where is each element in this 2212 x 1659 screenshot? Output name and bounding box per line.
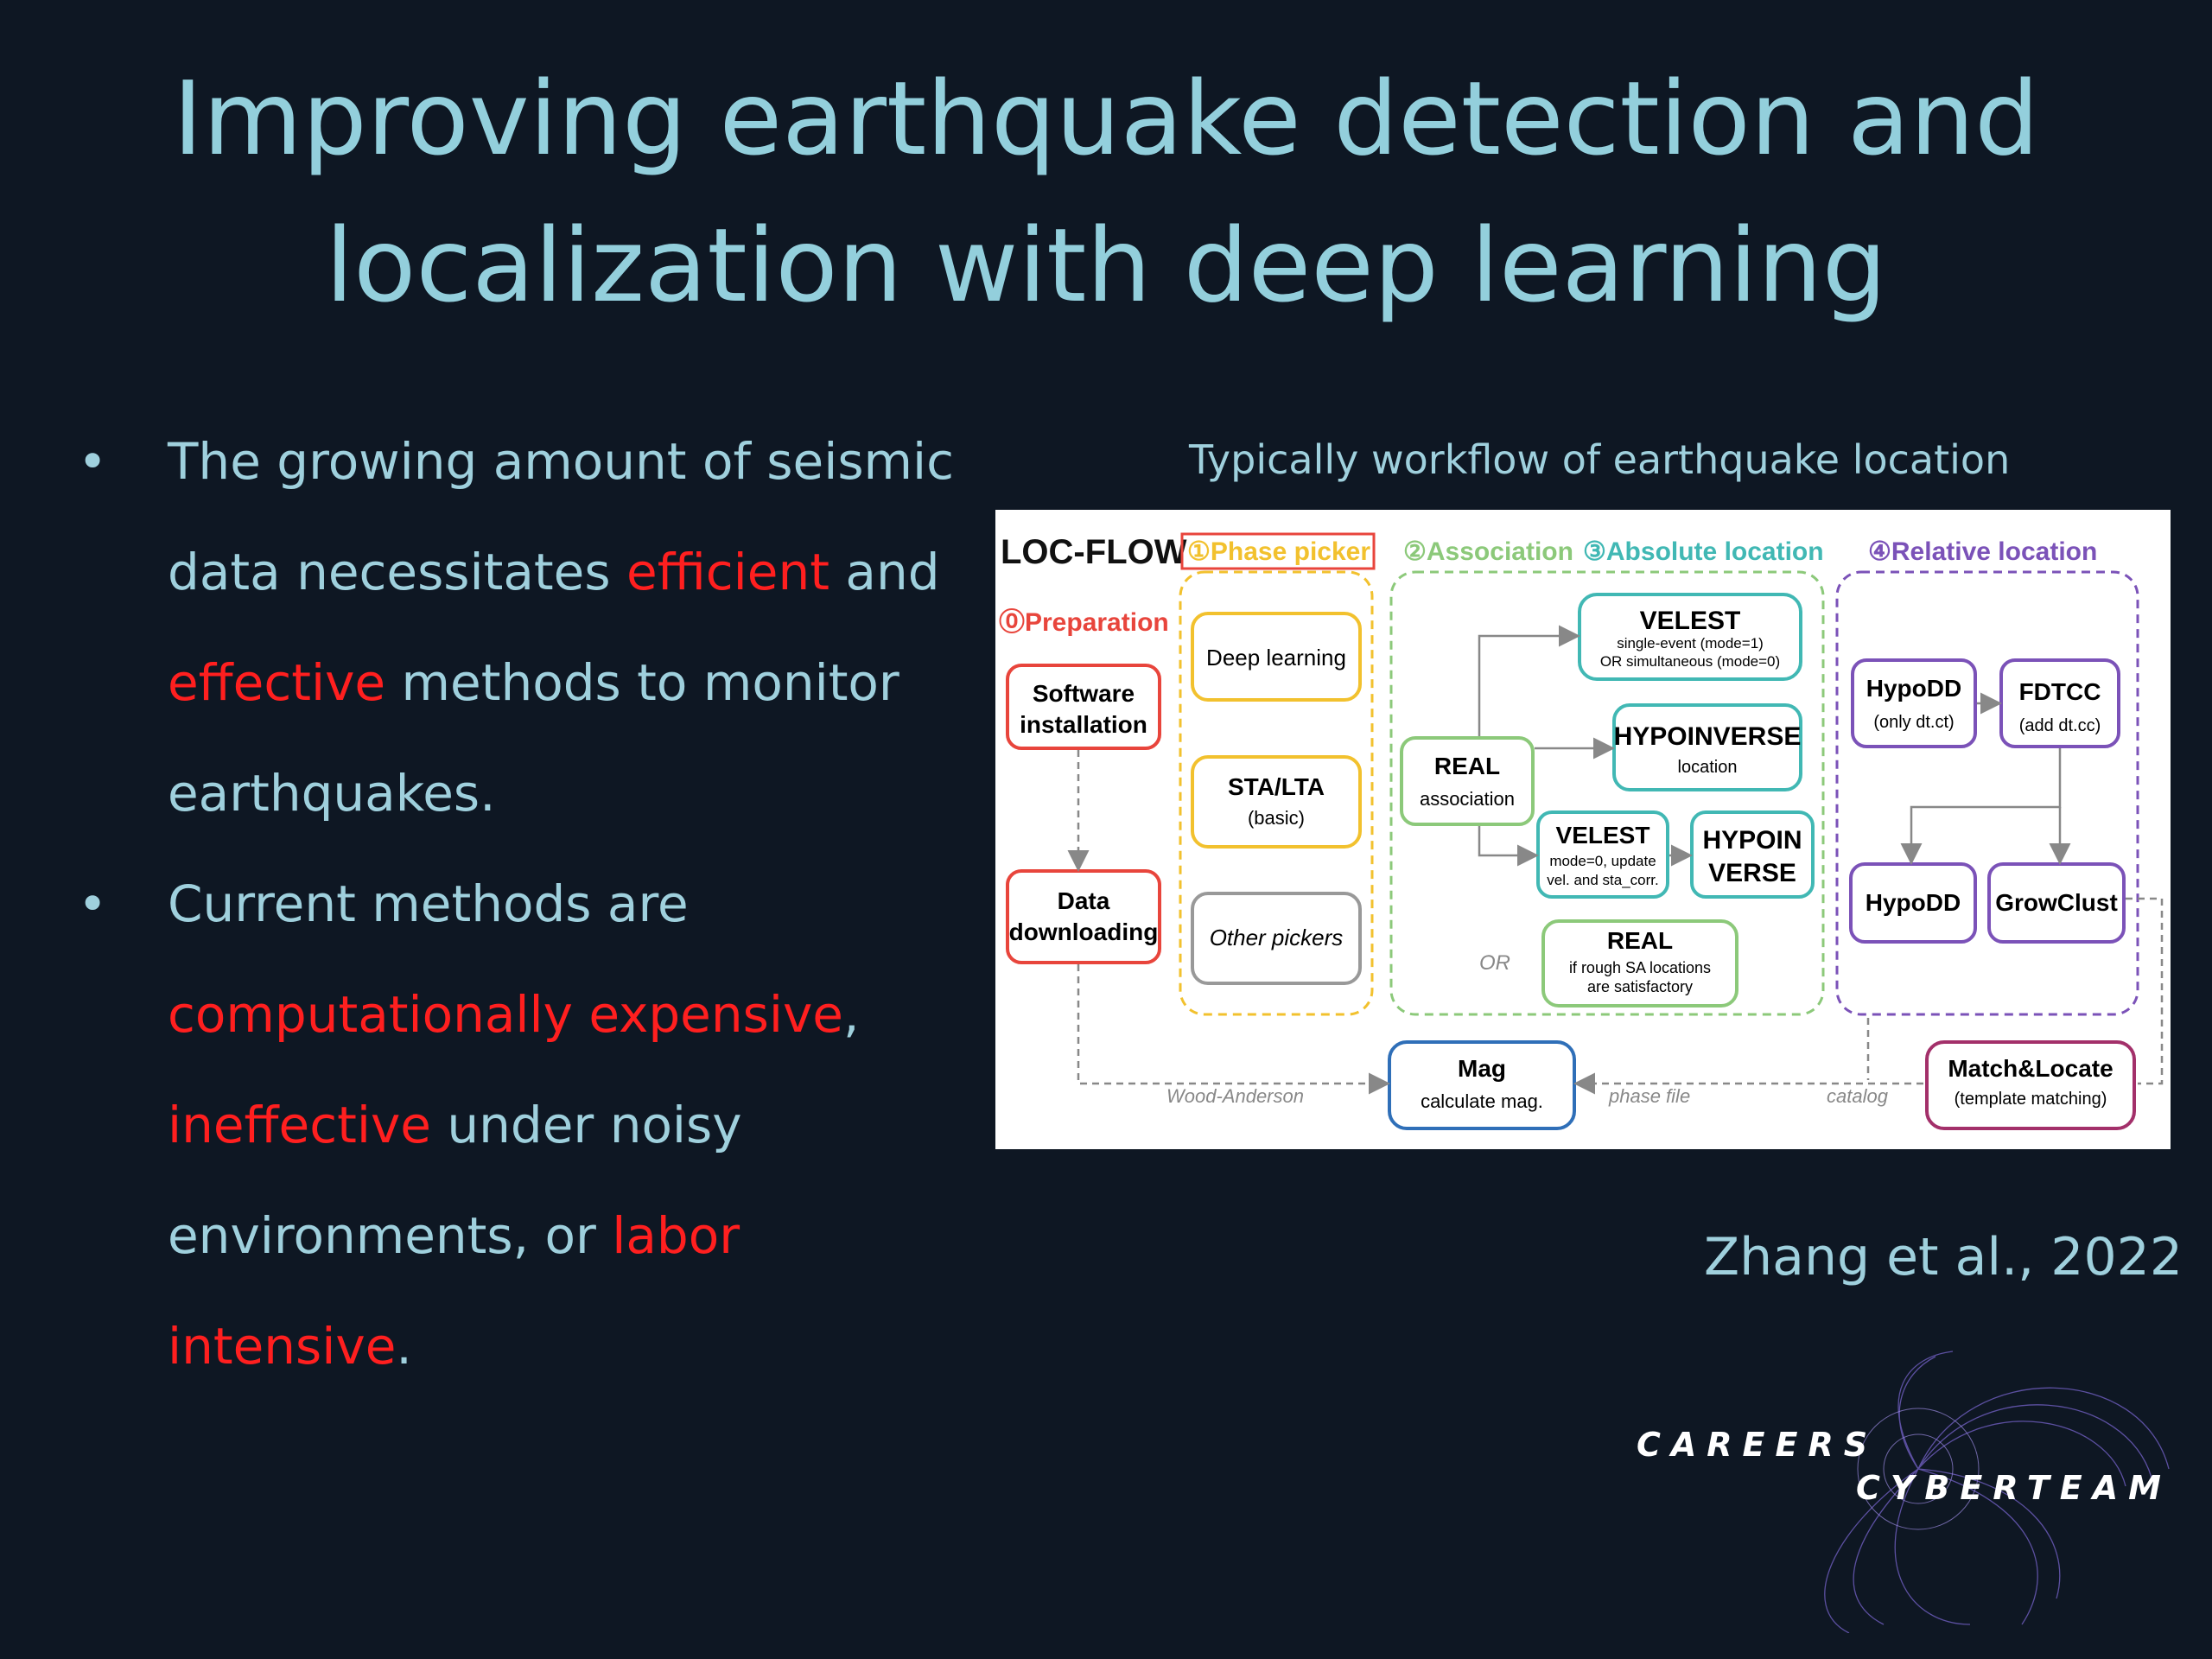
box-label: VERSE (1708, 859, 1796, 887)
arrow (2126, 897, 2164, 1085)
bullet-line: data necessitates efficient and (168, 543, 940, 601)
wood-anderson-label: Wood-Anderson (1166, 1085, 1304, 1107)
box-label: mode=0, update (1549, 853, 1656, 869)
section-phase-picker: ①Phase picker (1187, 537, 1370, 566)
arrow (1900, 748, 2062, 865)
section-preparation: ⓪Preparation (999, 608, 1169, 637)
box-label: Data (1058, 887, 1110, 914)
box-label: Other pickers (1210, 925, 1344, 950)
box-label: VELEST (1556, 822, 1650, 849)
box-label: (template matching) (1955, 1090, 2107, 1109)
title-line-2: localization with deep learning (325, 206, 1887, 325)
box-label: FDTCC (2019, 678, 2101, 705)
box-label: (only dt.ct) (1873, 713, 1954, 732)
spiral-logo-graphic (1824, 1351, 2170, 1634)
match-locate-box (1925, 1040, 2136, 1130)
section-relative-location: ④Relative location (1868, 537, 2097, 566)
highlight-labor: labor (612, 1206, 741, 1265)
box-label: Deep learning (1206, 645, 1346, 671)
box-label: HYPOINVERSE (1614, 722, 1802, 751)
bullet-line: environments, or labor (168, 1206, 741, 1265)
real-association-box (1400, 736, 1535, 826)
highlight-efficient: efficient (626, 543, 830, 601)
slide-title: Improving earthquake detection and local… (0, 45, 2212, 339)
box-label: association (1420, 788, 1515, 810)
box-label: HypoDD (1866, 675, 1961, 702)
bullet-line: effective methods to monitor (168, 653, 899, 712)
real-box-bottom (1541, 919, 1738, 1007)
other-pickers-box (1191, 892, 1362, 985)
or-label: OR (1479, 951, 1510, 975)
arrow (1478, 625, 1580, 736)
box-label: are satisfactory (1587, 978, 1693, 995)
bullet-item: • Current methods are computationally ex… (78, 849, 994, 1402)
logo-text-careers: CAREERS (1637, 1426, 1878, 1464)
box-label: STA/LTA (1228, 773, 1325, 800)
box-label: installation (1020, 711, 1147, 738)
box-label: calculate mag. (1421, 1090, 1543, 1112)
box-label: (basic) (1248, 807, 1305, 829)
title-line-1: Improving earthquake detection and (172, 59, 2040, 178)
association-group (1389, 570, 1825, 1016)
box-label: location (1678, 758, 1738, 777)
bullet-line: computationally expensive, (168, 985, 860, 1044)
sta-lta-box (1191, 755, 1362, 849)
bullet-line: Current methods are (168, 874, 689, 933)
box-label: Match&Locate (1948, 1055, 2113, 1082)
deep-learning-box (1191, 612, 1362, 702)
box-label: REAL (1607, 927, 1673, 954)
catalog-label: catalog (1827, 1085, 1889, 1107)
arrow (1077, 964, 1390, 1095)
bullet-line: ineffective under noisy (168, 1096, 742, 1154)
box-label: HYPOIN (1702, 826, 1802, 855)
hypodd-box-top (1851, 658, 1977, 748)
section-association: ②Association (1403, 537, 1573, 566)
software-installation-box (1006, 664, 1161, 750)
phase-file-label: phase file (1608, 1085, 1690, 1107)
bullet-marker: • (78, 432, 108, 491)
bullet-item: • The growing amount of seismic data nec… (78, 406, 994, 849)
bullet-marker: • (78, 874, 108, 933)
box-label: vel. and sta_corr. (1547, 872, 1658, 888)
box-label: HypoDD (1866, 889, 1961, 916)
phase-picker-highlight (1180, 532, 1376, 570)
figure-caption: Typically workflow of earthquake locatio… (1189, 436, 2011, 483)
section-absolute-location: ③Absolute location (1583, 537, 1824, 566)
bullet-line: earthquakes. (168, 764, 496, 823)
relative-location-group (1835, 570, 2139, 1016)
bullet-line: The growing amount of seismic (168, 432, 955, 491)
highlight-effective: effective (168, 653, 386, 712)
citation: Zhang et al., 2022 (1704, 1227, 2183, 1287)
box-label: REAL (1434, 753, 1500, 779)
box-label: Mag (1458, 1055, 1506, 1082)
bullet-line: intensive. (168, 1317, 412, 1376)
box-label: VELEST (1640, 607, 1741, 635)
phase-picker-group (1179, 570, 1374, 1016)
box-label: (add dt.cc) (2019, 716, 2101, 735)
logo-text-cyberteam: CYBERTEAM (1856, 1469, 2171, 1507)
bullet-list: • The growing amount of seismic data nec… (78, 406, 994, 1402)
box-label: OR simultaneous (mode=0) (1600, 653, 1780, 670)
box-label: Software (1033, 680, 1135, 707)
data-downloading-box (1006, 869, 1161, 964)
highlight-ineffective: ineffective (168, 1096, 431, 1154)
box-label: single-event (mode=1) (1617, 635, 1764, 652)
box-label: downloading (1009, 918, 1159, 945)
workflow-diagram: LOC-FLOW ⓪Preparation ①Phase picker ②Ass… (999, 532, 2164, 1130)
brand-label: LOC-FLOW (1001, 533, 1187, 571)
highlight-intensive: intensive (168, 1317, 397, 1376)
highlight-computationally-expensive: computationally expensive (168, 985, 843, 1044)
loc-flow-diagram: LOC-FLOW ⓪Preparation ①Phase picker ②Ass… (995, 510, 2171, 1149)
arrow (1478, 826, 1539, 867)
box-label: if rough SA locations (1569, 959, 1711, 976)
box-label: GrowClust (1995, 889, 2118, 916)
careers-cyberteam-logo: CAREERS CYBERTEAM (1624, 1339, 2177, 1634)
